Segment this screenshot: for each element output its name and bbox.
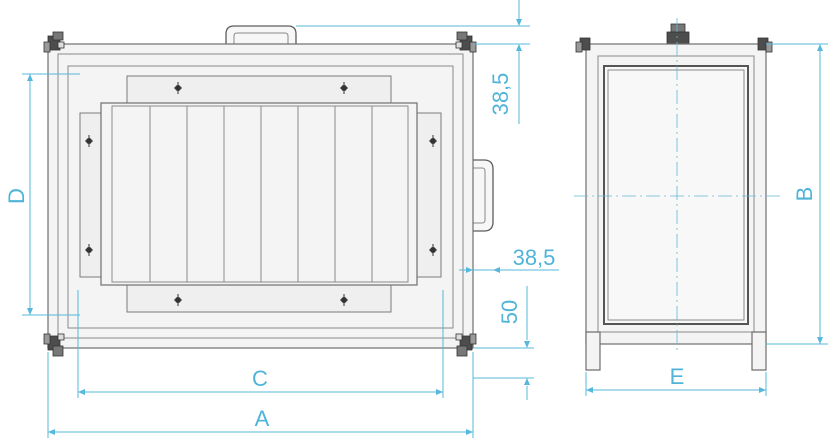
blade-lines [149, 106, 373, 282]
dim-top-offset: 38,5 [296, 0, 530, 124]
label-b: B [792, 187, 817, 202]
label-e: E [670, 364, 685, 389]
lower-plate [126, 284, 392, 313]
dim-a: A [47, 352, 474, 438]
dim-d: D [4, 73, 80, 316]
top-handle [225, 25, 297, 47]
dim-c: C [77, 290, 444, 398]
label-top-offset: 38,5 [488, 73, 513, 116]
upper-plate [126, 75, 392, 105]
corner-clamps [43, 31, 477, 357]
label-side-offset: 38,5 [513, 245, 556, 270]
dim-side-offset: 38,5 [459, 245, 559, 273]
side-view [574, 18, 780, 371]
side-leg-right [751, 331, 767, 371]
side-handle [469, 159, 494, 232]
blade-frame [100, 102, 418, 286]
side-blade-window [603, 65, 749, 325]
front-view [43, 25, 494, 357]
side-dimensions: B E [585, 43, 828, 396]
fixing-holes [85, 82, 437, 306]
dim-bottom-offset: 50 [473, 286, 534, 400]
dim-b: B [766, 43, 828, 345]
label-c: C [252, 366, 268, 391]
dim-e: E [585, 364, 767, 396]
label-a: A [255, 406, 270, 431]
side-leg-left [585, 331, 601, 371]
label-bottom-offset: 50 [497, 300, 522, 324]
label-d: D [4, 188, 29, 204]
front-dimensions: A C D 38,5 [4, 0, 559, 438]
